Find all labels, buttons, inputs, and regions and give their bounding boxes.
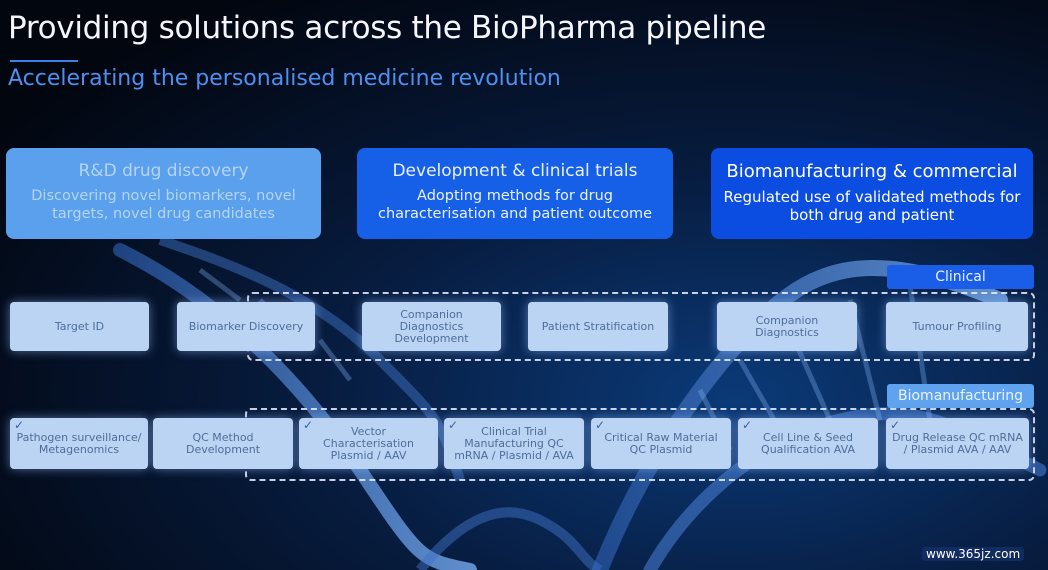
phase-biomanufacturing-commercial: Biomanufacturing & commercial Regulated … — [711, 148, 1033, 239]
solution-drug-release-qc: ✓ Drug Release QC mRNA / Plasmid AVA / A… — [886, 418, 1029, 469]
clinical-tag: Clinical — [887, 265, 1034, 289]
solution-biomarker-discovery: Biomarker Discovery — [177, 302, 315, 351]
phase-development-clinical-trials: Development & clinical trials Adopting m… — [357, 148, 673, 239]
phase-description: Regulated use of validated methods for b… — [723, 188, 1021, 224]
solution-label: Patient Stratification — [541, 319, 655, 333]
solution-critical-raw-material-qc: ✓ Critical Raw Material QC Plasmid — [591, 418, 731, 469]
solution-tumour-profiling: Tumour Profiling — [886, 302, 1028, 351]
solution-pathogen-surveillance: ✓ Pathogen surveillance/ Metagenomics — [10, 418, 148, 469]
phase-description: Discovering novel biomarkers, novel targ… — [31, 188, 296, 222]
phase-title: Development & clinical trials — [392, 161, 638, 181]
phase-title: Biomanufacturing & commercial — [726, 161, 1018, 182]
page-subtitle: Accelerating the personalised medicine r… — [8, 66, 561, 91]
solution-label: Clinical Trial Manufacturing QC mRNA / P… — [454, 424, 574, 462]
solution-label: Companion Diagnostics Development — [394, 307, 469, 345]
solution-vector-characterisation: ✓ Vector Characterisation Plasmid / AAV — [299, 418, 438, 469]
solution-label: Critical Raw Material QC Plasmid — [604, 430, 718, 456]
solution-patient-stratification: Patient Stratification — [528, 302, 668, 351]
check-icon: ✓ — [303, 418, 314, 432]
phase-description: Adopting methods for drug characterisati… — [377, 188, 653, 222]
page-title: Providing solutions across the BioPharma… — [8, 10, 767, 46]
solution-label: Cell Line & Seed Qualification AVA — [761, 430, 855, 456]
solution-target-id: Target ID — [10, 302, 149, 351]
check-icon: ✓ — [742, 418, 753, 432]
check-icon: ✓ — [14, 418, 25, 432]
solution-companion-diagnostics: Companion Diagnostics — [717, 302, 857, 351]
solution-label: Target ID — [54, 319, 105, 333]
solution-companion-diagnostics-development: Companion Diagnostics Development — [362, 302, 501, 351]
solution-clinical-trial-manufacturing-qc: ✓ Clinical Trial Manufacturing QC mRNA /… — [444, 418, 584, 469]
solution-label: Tumour Profiling — [912, 319, 1002, 333]
solution-label: QC Method Development — [185, 430, 261, 456]
check-icon: ✓ — [448, 418, 459, 432]
solution-label: Companion Diagnostics — [755, 313, 819, 339]
solution-cell-line-seed-qualification: ✓ Cell Line & Seed Qualification AVA — [738, 418, 878, 469]
solution-label: Vector Characterisation Plasmid / AAV — [323, 424, 414, 462]
solution-qc-method-development: QC Method Development — [153, 418, 293, 469]
solution-label: Biomarker Discovery — [188, 319, 304, 333]
biomanufacturing-tag: Biomanufacturing — [887, 384, 1034, 408]
title-underline — [10, 60, 78, 62]
solution-label: Pathogen surveillance/ Metagenomics — [16, 430, 142, 456]
solution-label: Drug Release QC mRNA / Plasmid AVA / AAV — [892, 430, 1023, 456]
watermark-text: www.365jz.com — [922, 547, 1025, 561]
phase-title: R&D drug discovery — [78, 161, 249, 181]
check-icon: ✓ — [890, 418, 901, 432]
check-icon: ✓ — [595, 418, 606, 432]
phase-rd-drug-discovery: R&D drug discovery Discovering novel bio… — [6, 148, 321, 239]
